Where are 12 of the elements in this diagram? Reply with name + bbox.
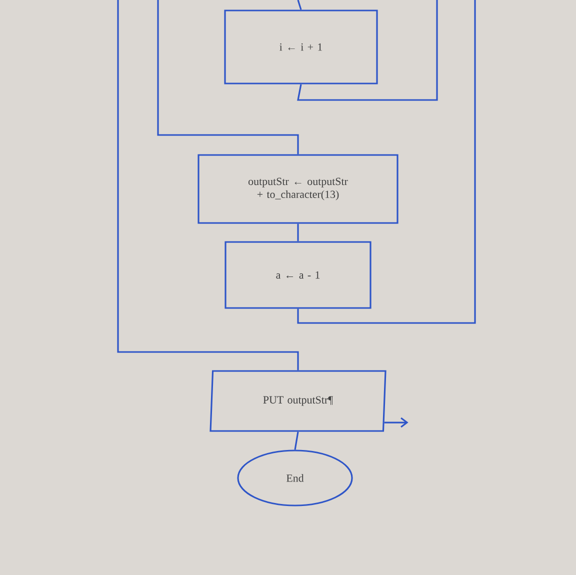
connector-line: [294, 432, 299, 450]
connector-line: [117, 0, 299, 370]
connector-line: [157, 0, 299, 154]
connector-line: [297, 224, 299, 242]
connector-line: [297, 0, 476, 324]
output-parallelogram: PUT outputStr¶: [210, 370, 386, 432]
connector-line: [297, 0, 438, 101]
process-box: outputStr ← outputStr + to_character(13): [198, 154, 398, 224]
connector-line: [297, 0, 302, 10]
connector-line: [384, 417, 408, 428]
process-box: i ← i + 1: [224, 10, 378, 84]
process-box: a ← a - 1: [224, 241, 372, 309]
